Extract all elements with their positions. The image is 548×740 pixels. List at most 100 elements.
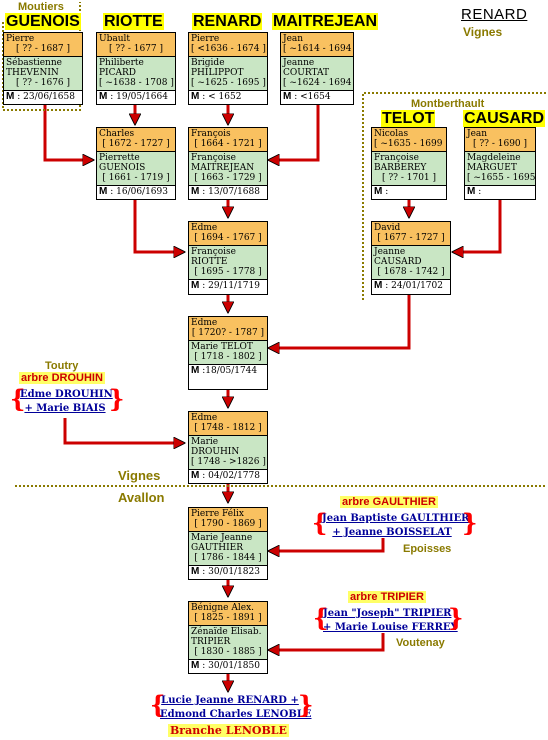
- husband-dates: [ 1790 - 1869 ]: [194, 519, 262, 529]
- wife-name: Marie DROUHIN: [191, 437, 240, 457]
- wife-box: Françoise BARBEREY[ ?? - 1701 ]: [372, 152, 446, 186]
- wife-name: Françoise BARBEREY: [374, 153, 427, 173]
- marriage-line: M : <1654: [281, 91, 353, 103]
- marriage-label: M: [374, 186, 383, 197]
- marriage-date: :: [385, 187, 389, 197]
- wife-dates: [ 1661 - 1719 ]: [102, 173, 170, 183]
- right-brace: }: [109, 384, 125, 413]
- marriage-date: :: [478, 187, 482, 197]
- right-brace: }: [448, 603, 464, 632]
- marriage-line: M :: [465, 186, 535, 198]
- marriage-label: M: [99, 186, 108, 197]
- marriage-line: M : 19/05/1664: [97, 91, 175, 103]
- couple-card-renard[interactable]: Pierre[ <1636 - 1674 ] Brigide PHILIPPOT…: [188, 32, 268, 105]
- couple-card-benigne[interactable]: Bénigne Alex.[ 1825 - 1891 ] Zénaïde Eli…: [188, 601, 268, 674]
- family-maitrejean: MAITREJEAN: [272, 13, 379, 30]
- couple-card-edme-1694[interactable]: Edme[ 1694 - 1767 ] Françoise RIOTTE[ 16…: [188, 221, 268, 295]
- marriage-date: : 13/07/1688: [202, 187, 260, 197]
- husband-box: François[ 1664 - 1721 ]: [189, 128, 267, 152]
- husband-dates: [ ~1614 - 1694 ]: [283, 44, 354, 54]
- gaulthier-tree-line1[interactable]: Jean Baptiste GAULTHIER: [322, 513, 470, 524]
- arrow-drouhin-to-edme3: [63, 418, 180, 443]
- marriage-label: M: [191, 566, 200, 577]
- tripier-tree-line2[interactable]: + Marie Louise FERREY: [323, 622, 458, 633]
- wife-dates: [ ?? - 1676 ]: [15, 78, 71, 88]
- arrow-causard-to-david: [457, 200, 502, 252]
- husband-dates: [ 1748 - 1812 ]: [194, 423, 262, 433]
- husband-dates: [ <1636 - 1674 ]: [191, 44, 266, 54]
- wife-name: Marie Jeanne GAUTHIER: [191, 533, 253, 553]
- place-voutenay: Voutenay: [396, 637, 445, 649]
- husband-name: Edme: [191, 318, 218, 328]
- place-montberthault: Montberthault: [411, 98, 485, 110]
- wife-dates: [ 1830 - 1885 ]: [194, 647, 262, 657]
- lenoble-line2[interactable]: Edmond Charles LENOBLE: [160, 709, 312, 720]
- husband-box: Ubault[ ?? - 1677 ]: [97, 33, 175, 57]
- husband-box: Nicolas[ ~1635 - 1699 ]: [372, 128, 446, 152]
- tripier-tree-link[interactable]: { Jean "Joseph" TRIPIER + Marie Louise F…: [313, 603, 463, 635]
- couple-card-charles[interactable]: Charles[ 1672 - 1727 ] Pierrette GUENOIS…: [96, 127, 176, 200]
- couple-card-maitrejean[interactable]: Jean[ ~1614 - 1694 ] Jeanne COURTAT[ ~16…: [280, 32, 354, 105]
- husband-dates: [ 1664 - 1721 ]: [194, 139, 262, 149]
- husband-dates: [ ?? - 1687 ]: [15, 44, 71, 54]
- husband-name: Bénigne Alex.: [191, 603, 254, 613]
- marriage-date: : <1654: [294, 92, 331, 102]
- wife-dates: [ 1748 - >1826 ]: [191, 457, 266, 467]
- left-brace: {: [312, 508, 328, 537]
- family-riotte: RIOTTE: [103, 13, 164, 30]
- gaulthier-tree-title: arbre GAULTHIER: [340, 496, 438, 508]
- couple-card-francois[interactable]: François[ 1664 - 1721 ] Françoise MAITRE…: [188, 127, 268, 200]
- drouhin-tree-link[interactable]: { Edme DROUHIN + Marie BIAIS }: [10, 384, 124, 416]
- husband-name: Jean: [283, 34, 304, 44]
- husband-dates: [ ?? - 1690 ]: [472, 139, 528, 149]
- couple-card-edme-1720[interactable]: Edme[ 1720? - 1787 ] Marie TELOT[ 1718 -…: [188, 316, 268, 390]
- husband-name: Nicolas: [374, 129, 409, 139]
- marriage-line: M : 30/01/1850: [189, 660, 267, 672]
- husband-name: Jean: [467, 129, 488, 139]
- marriage-date: : 16/06/1693: [110, 187, 168, 197]
- couple-card-pierre-felix[interactable]: Pierre Félix[ 1790 - 1869 ] Marie Jeanne…: [188, 507, 268, 580]
- wife-box: Marie DROUHIN[ 1748 - >1826 ]: [189, 436, 267, 470]
- wife-box: Brigide PHILIPPOT[ ~1625 - 1695 ]: [189, 57, 267, 91]
- couple-card-david[interactable]: David[ 1677 - 1727 ] Jeanne CAUSARD[ 167…: [371, 221, 451, 295]
- marriage-label: M: [374, 280, 383, 291]
- wife-box: Françoise MAITREJEAN[ 1663 - 1729 ]: [189, 152, 267, 186]
- place-moutiers: Moutiers: [18, 1, 64, 13]
- marriage-line: M : 13/07/1688: [189, 186, 267, 198]
- tripier-tree-line1[interactable]: Jean "Joseph" TRIPIER: [323, 608, 452, 619]
- husband-box: Edme[ 1748 - 1812 ]: [189, 412, 267, 436]
- marriage-label: M: [6, 91, 15, 102]
- husband-box: Bénigne Alex.[ 1825 - 1891 ]: [189, 602, 267, 626]
- lenoble-branch-link[interactable]: { Lucie Jeanne RENARD + Edmond Charles L…: [150, 690, 313, 722]
- drouhin-tree-line1[interactable]: Edme DROUHIN: [20, 389, 113, 400]
- husband-dates: [ 1677 - 1727 ]: [377, 233, 445, 243]
- marriage-date: : 04/02/1778: [202, 471, 260, 481]
- gaulthier-tree-line2[interactable]: + Jeanne BOISSELAT: [332, 527, 452, 538]
- couple-card-riotte[interactable]: Ubault[ ?? - 1677 ] Philiberte PICARD[ ~…: [96, 32, 176, 105]
- wife-name: Magdeleine MARGUET: [467, 153, 521, 173]
- husband-box: David[ 1677 - 1727 ]: [372, 222, 450, 246]
- family-renard: RENARD: [192, 13, 263, 30]
- lenoble-branch-title: Branche LENOBLE: [168, 724, 289, 737]
- husband-name: François: [191, 129, 231, 139]
- marriage-label: M: [191, 660, 200, 671]
- arrow-guenois-to-charles: [43, 105, 89, 160]
- drouhin-tree-title: arbre DROUHIN: [19, 372, 105, 384]
- husband-dates: [ 1720? - 1787 ]: [191, 328, 265, 338]
- left-brace: {: [150, 690, 166, 719]
- couple-card-causard[interactable]: Jean[ ?? - 1690 ] Magdeleine MARGUET[ ~1…: [464, 127, 536, 200]
- lenoble-line1[interactable]: Lucie Jeanne RENARD +: [161, 695, 299, 706]
- couple-card-edme-1748[interactable]: Edme[ 1748 - 1812 ] Marie DROUHIN[ 1748 …: [188, 411, 268, 484]
- place-avallon: Avallon: [118, 490, 165, 505]
- wife-box: Françoise RIOTTE[ 1695 - 1778 ]: [189, 246, 267, 280]
- husband-name: Pierre Félix: [191, 509, 244, 519]
- couple-card-telot[interactable]: Nicolas[ ~1635 - 1699 ] Françoise BARBER…: [371, 127, 447, 200]
- drouhin-tree-line2[interactable]: + Marie BIAIS: [24, 403, 106, 414]
- marriage-line: M :: [372, 186, 446, 198]
- wife-box: Jeanne COURTAT[ ~1624 - 1694 ]: [281, 57, 353, 91]
- wife-dates: [ 1786 - 1844 ]: [194, 553, 262, 563]
- couple-card-guenois[interactable]: Pierre[ ?? - 1687 ] Sébastienne THEVENIN…: [3, 32, 83, 105]
- wife-dates: [ ~1625 - 1695 ]: [191, 78, 266, 88]
- gaulthier-tree-link[interactable]: { Jean Baptiste GAULTHIER + Jeanne BOISS…: [312, 508, 477, 540]
